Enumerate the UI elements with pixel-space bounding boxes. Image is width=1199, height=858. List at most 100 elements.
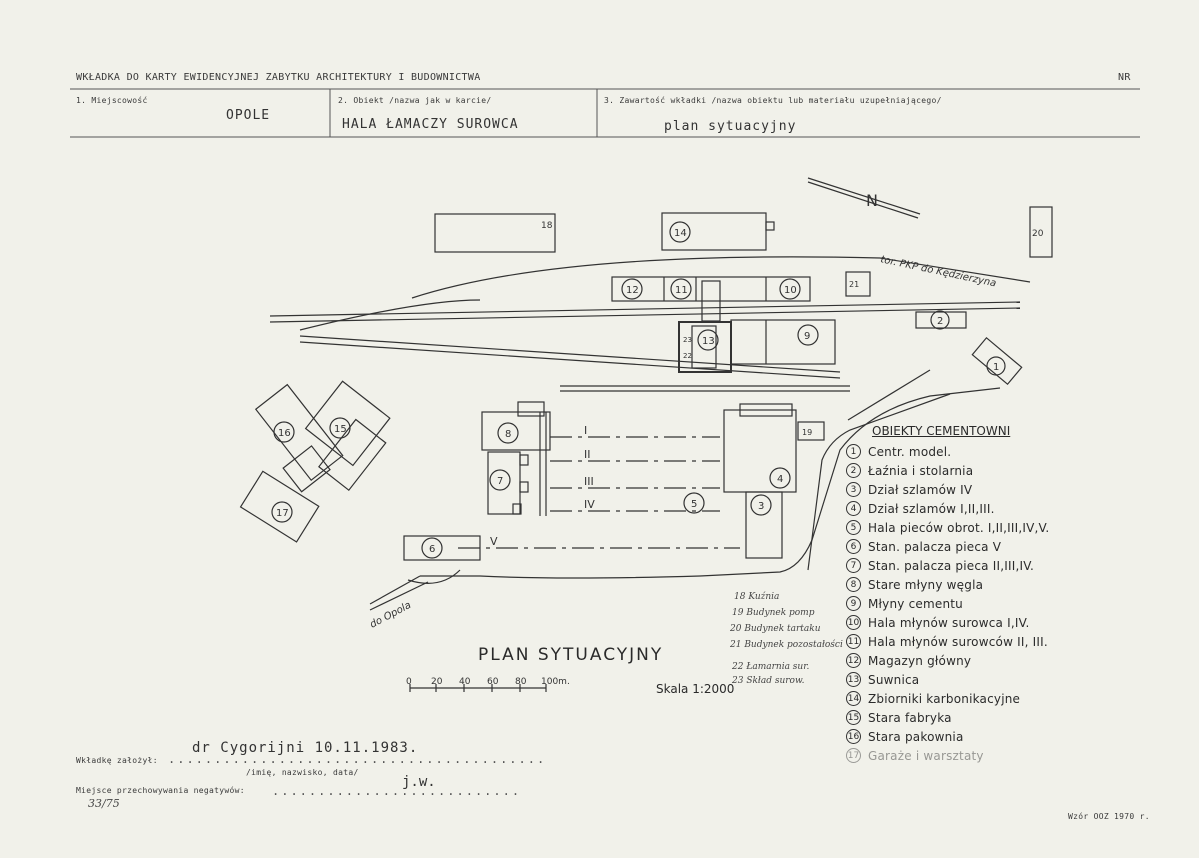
svg-text:20: 20	[431, 677, 443, 687]
legend-text: Magazyn główny	[868, 653, 972, 668]
legend-text: Stare młyny węgla	[868, 577, 984, 592]
legend-number: 9	[846, 596, 861, 611]
legend-text: Zbiorniki karbonikacyjne	[868, 691, 1021, 706]
legend-number: 4	[846, 501, 861, 516]
legend-number: 2	[846, 463, 861, 478]
legend-number: 1	[846, 444, 861, 459]
reference-number: 33/75	[88, 797, 120, 810]
legend-title: OBIEKTY CEMENTOWNI	[872, 424, 1011, 438]
building-9	[730, 319, 836, 365]
svg-text:0: 0	[406, 677, 412, 687]
building-3	[745, 491, 783, 559]
legend-number: 15	[846, 710, 861, 725]
field-miejscowosc-value: OPOLE	[226, 108, 271, 123]
form-id: Wzór OOZ 1970 r.	[1068, 812, 1150, 821]
nr-label: NR	[1118, 72, 1131, 83]
building-16	[254, 383, 344, 482]
svg-text:IV: IV	[584, 498, 595, 511]
svg-text:22: 22	[683, 352, 692, 360]
building-1	[971, 336, 1023, 386]
note-20: 20 Budynek tartaku	[730, 624, 821, 634]
svg-text:23: 23	[683, 336, 692, 344]
building-7	[487, 451, 521, 515]
legend-number: 13	[846, 672, 861, 687]
building-20	[1029, 206, 1053, 258]
building-15-annex	[282, 445, 331, 493]
legend-item: 11 Hala młynów surowców II, III.	[846, 632, 1048, 651]
field-miejscowosc-label: 1. Miejscowość	[76, 96, 148, 105]
rail-curve	[411, 256, 1031, 299]
svg-text:15: 15	[334, 424, 347, 435]
legend-text: Centr. model.	[868, 444, 952, 459]
svg-text:19: 19	[802, 428, 812, 437]
legend-item: 9 Młyny cementu	[846, 594, 963, 613]
legend-text: Młyny cementu	[868, 596, 963, 611]
scale-bar: 0 20 40 60 80 100m.	[406, 677, 570, 692]
svg-text:9: 9	[804, 331, 810, 342]
svg-text:20: 20	[1032, 229, 1044, 239]
legend-item: 1 Centr. model.	[846, 442, 951, 461]
road-label: do Opola	[368, 600, 413, 631]
founder-value: dr Cygorijni 10.11.1983.	[192, 740, 419, 756]
legend-text: Stara pakownia	[868, 729, 964, 744]
svg-text:3: 3	[758, 501, 764, 512]
legend-item: 15 Stara fabryka	[846, 708, 952, 727]
svg-text:2: 2	[937, 316, 943, 327]
storage-dots: ...........................	[272, 784, 522, 798]
legend-number: 11	[846, 634, 861, 649]
legend-item: 6 Stan. palacza pieca V	[846, 537, 1001, 556]
storage-label: Miejsce przechowywania negatywów:	[76, 786, 245, 795]
building-6	[403, 535, 481, 561]
note-19: 19 Budynek pomp	[732, 608, 815, 618]
legend-number: 6	[846, 539, 861, 554]
svg-text:II: II	[584, 448, 591, 461]
building-19	[797, 421, 825, 441]
svg-text:1: 1	[993, 362, 999, 373]
legend-item: 4 Dział szlamów I,II,III.	[846, 499, 995, 518]
north-label: N	[866, 191, 878, 210]
founder-dots: ........................................…	[168, 752, 547, 766]
svg-text:13: 13	[702, 336, 715, 347]
note-22: 22 Łamarnia sur.	[732, 662, 810, 672]
field-obiekt-value: HALA ŁAMACZY SUROWCA	[342, 117, 519, 132]
legend-text: Stan. palacza pieca V	[868, 539, 1002, 554]
legend-text: Stara fabryka	[868, 710, 952, 725]
svg-text:40: 40	[459, 677, 471, 687]
svg-text:60: 60	[487, 677, 499, 687]
legend-item: 3 Dział szlamów IV	[846, 480, 972, 499]
form-title: WKŁADKA DO KARTY EWIDENCYJNEJ ZABYTKU AR…	[76, 72, 481, 83]
svg-text:11: 11	[675, 285, 688, 296]
svg-text:12: 12	[626, 285, 639, 296]
note-23: 23 Skład surow.	[732, 676, 805, 686]
legend-number: 3	[846, 482, 861, 497]
legend-number: 10	[846, 615, 861, 630]
scale-text: Skala 1:2000	[656, 682, 735, 696]
legend-number: 14	[846, 691, 861, 706]
svg-text:6: 6	[429, 544, 435, 555]
legend-text: Dział szlamów IV	[868, 482, 973, 497]
legend-number: 17	[846, 748, 861, 763]
legend-text: Suwnica	[868, 672, 920, 687]
storage-value: j.w.	[402, 774, 436, 790]
building-8	[481, 411, 551, 451]
founder-label: Wkładkę założył:	[76, 756, 158, 765]
legend-item: 14 Zbiorniki karbonikacyjne	[846, 689, 1020, 708]
legend-text: Dział szlamów I,II,III.	[868, 501, 995, 516]
field-zawartosc-label: 3. Zawartość wkładki /nazwa obiektu lub …	[604, 96, 942, 105]
legend-text: Stan. palacza pieca II,III,IV.	[868, 558, 1035, 573]
svg-text:8: 8	[505, 429, 511, 440]
legend-number: 5	[846, 520, 861, 535]
svg-text:III: III	[584, 475, 594, 488]
building-18	[434, 213, 556, 253]
field-zawartosc-value: plan sytuacyjny	[664, 119, 797, 134]
svg-text:10: 10	[784, 285, 797, 296]
svg-text:80: 80	[515, 677, 527, 687]
legend-text: Hala młynów surowców II, III.	[868, 634, 1048, 649]
plan-title: PLAN SYTUACYJNY	[478, 645, 664, 665]
svg-text:5: 5	[691, 499, 697, 510]
